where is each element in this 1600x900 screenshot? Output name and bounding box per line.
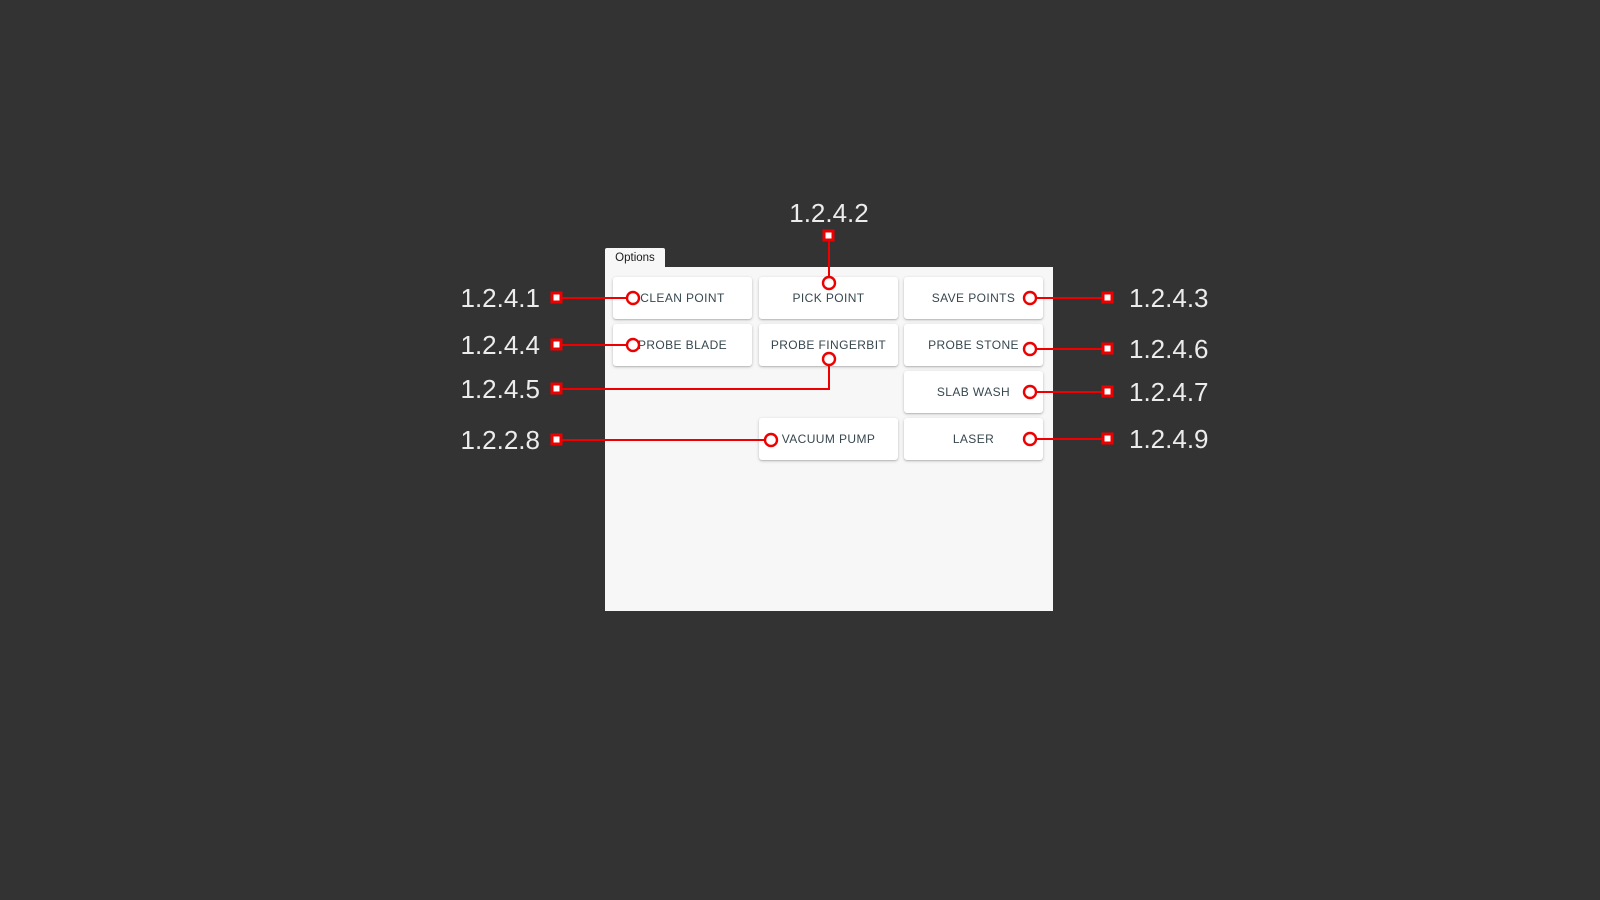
callout-label-1-2-4-4: 1.2.4.4 — [460, 330, 540, 360]
callout-label-1-2-4-5: 1.2.4.5 — [460, 374, 540, 404]
callout-label-1-2-4-2: 1.2.4.2 — [789, 198, 869, 228]
button-vacuum-pump[interactable]: VACUUM PUMP — [759, 418, 898, 460]
callout-marker-1-2-2-8 — [550, 433, 563, 446]
callout-marker-1-2-4-6 — [1101, 342, 1114, 355]
callout-label-1-2-4-6: 1.2.4.6 — [1129, 334, 1209, 364]
button-laser[interactable]: LASER — [904, 418, 1043, 460]
button-clean-point[interactable]: CLEAN POINT — [613, 277, 752, 319]
button-slab-wash-label: SLAB WASH — [936, 385, 1011, 399]
callout-marker-1-2-4-5 — [550, 382, 563, 395]
callout-marker-1-2-4-2 — [822, 229, 835, 242]
button-laser-label: LASER — [952, 432, 995, 446]
button-save-points[interactable]: SAVE POINTS — [904, 277, 1043, 319]
callout-marker-1-2-4-4 — [550, 338, 563, 351]
tab-options[interactable]: Options — [605, 248, 665, 268]
callout-marker-1-2-4-1 — [550, 291, 563, 304]
callout-label-1-2-4-3: 1.2.4.3 — [1129, 283, 1209, 313]
button-pick-point[interactable]: PICK POINT — [759, 277, 898, 319]
callout-label-1-2-4-9: 1.2.4.9 — [1129, 424, 1209, 454]
button-pick-point-label: PICK POINT — [792, 291, 865, 305]
button-probe-fingerbit[interactable]: PROBE FINGERBIT — [759, 324, 898, 366]
tab-options-label: Options — [615, 252, 655, 264]
button-probe-stone-label: PROBE STONE — [928, 338, 1019, 352]
callout-marker-1-2-4-3 — [1101, 291, 1114, 304]
button-probe-blade-label: PROBE BLADE — [637, 338, 728, 352]
callout-label-1-2-4-7: 1.2.4.7 — [1129, 377, 1209, 407]
button-save-points-label: SAVE POINTS — [931, 291, 1016, 305]
button-probe-fingerbit-label: PROBE FINGERBIT — [770, 338, 887, 352]
button-probe-blade[interactable]: PROBE BLADE — [613, 324, 752, 366]
callout-label-1-2-4-1: 1.2.4.1 — [460, 283, 540, 313]
button-vacuum-pump-label: VACUUM PUMP — [781, 432, 876, 446]
button-probe-stone[interactable]: PROBE STONE — [904, 324, 1043, 366]
callout-marker-1-2-4-7 — [1101, 385, 1114, 398]
callout-marker-1-2-4-9 — [1101, 432, 1114, 445]
button-clean-point-label: CLEAN POINT — [640, 291, 725, 305]
button-slab-wash[interactable]: SLAB WASH — [904, 371, 1043, 413]
callout-label-1-2-2-8: 1.2.2.8 — [460, 425, 540, 455]
